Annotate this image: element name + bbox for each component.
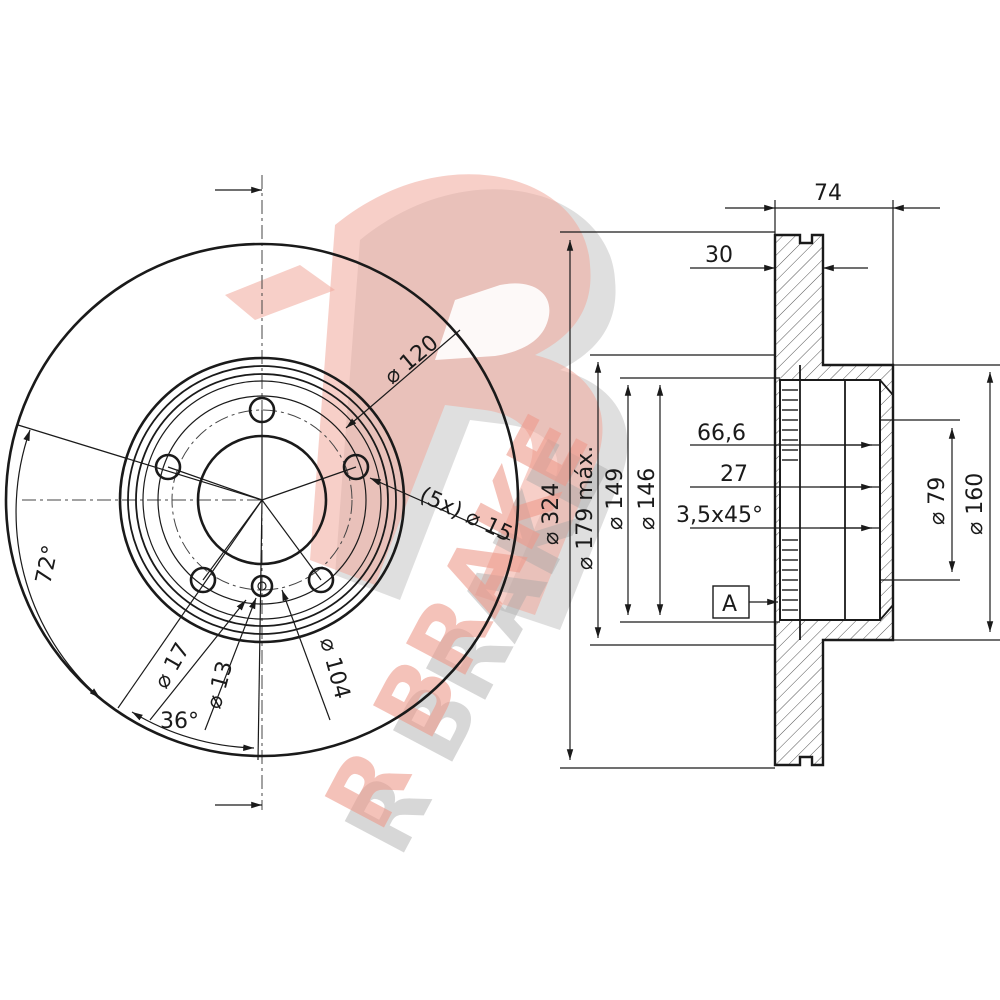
diameter-13-label: ⌀ 13 [202,658,239,711]
diameter-179-label: ⌀ 179 máx. [573,446,598,570]
offset-30-label: 30 [705,243,733,268]
width-74-label: 74 [814,181,842,206]
dim-66-6-label: 66,6 [697,421,746,446]
bolt-hole [189,566,217,594]
hub-serration [782,389,798,611]
bolt-hole [307,566,335,594]
angle-72-label: 72° [31,543,64,586]
diameter-149-label: ⌀ 149 [603,468,628,530]
diameter-79-label: ⌀ 79 [925,477,950,525]
dim-27-label: 27 [720,462,748,487]
diameter-324-label: ⌀ 324 [539,483,564,545]
bolt-hole [342,453,370,481]
chamfer-label: 3,5x45° [676,503,763,528]
diameter-17-label: ⌀ 17 [150,639,196,693]
side-view: 74 30 ⌀ 324 ⌀ 179 máx. ⌀ 149 ⌀ 146 66,6 … [539,181,1000,769]
angle-36-label: 36° [160,709,199,734]
outer-disc-edge [4,242,520,758]
diameter-104-label: ⌀ 104 [314,635,354,702]
datum-label: A [722,592,737,617]
locating-hole [250,574,274,598]
diameter-146-label: ⌀ 146 [635,468,660,530]
diameter-160-label: ⌀ 160 [963,473,988,535]
hub-ring-outer [118,356,406,644]
bolt-circle [171,409,353,591]
